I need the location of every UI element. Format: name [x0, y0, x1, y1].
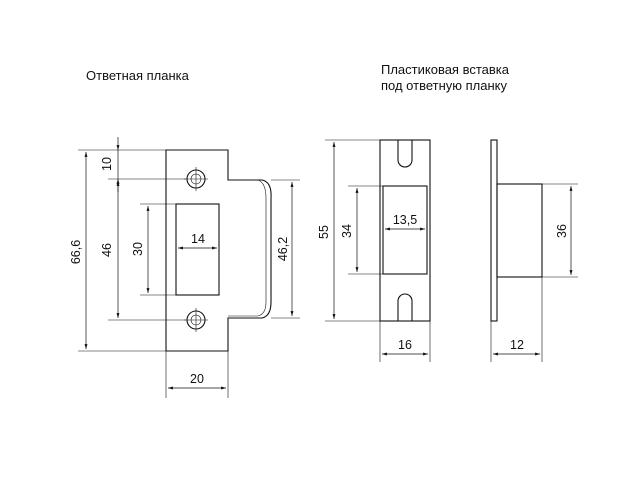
dim-window-height: 30 — [131, 242, 145, 256]
plastic-insert-side: 36 12 — [490, 139, 578, 362]
dim-hole-spacing: 46 — [100, 243, 114, 257]
strike-plate-caption: Ответная планка — [86, 68, 189, 83]
insert-window — [382, 185, 428, 275]
dim-plate-width: 20 — [190, 372, 204, 386]
dim-insert-window-width: 13,5 — [393, 213, 417, 227]
strike-plate-outline — [165, 149, 272, 352]
strike-plate: 66,6 10 46 30 14 46,2 20 — [69, 137, 300, 398]
dim-insert-window-height: 34 — [340, 224, 354, 238]
insert-bottom-slot — [397, 293, 413, 321]
dim-side-depth: 12 — [510, 338, 524, 352]
dim-window-width: 14 — [191, 232, 205, 246]
insert-caption-line1: Пластиковая вставка — [381, 62, 509, 77]
strike-plate-fold-line — [228, 179, 267, 317]
dim-plate-total-height: 66,6 — [69, 240, 83, 264]
plastic-insert-front: 55 34 13,5 16 — [317, 139, 431, 362]
dim-tongue-height: 46,2 — [276, 237, 290, 261]
dim-side-height: 36 — [555, 224, 569, 238]
top-screw-hole — [184, 167, 208, 191]
bottom-screw-hole — [184, 308, 208, 332]
insert-side-body — [496, 183, 543, 278]
dim-hole-offset: 10 — [100, 157, 114, 171]
insert-caption: Пластиковая вставка под ответную планку — [381, 62, 509, 94]
insert-caption-line2: под ответную планку — [381, 78, 508, 93]
dim-insert-width: 16 — [398, 338, 412, 352]
insert-side-flange — [490, 139, 498, 322]
insert-outline — [379, 139, 431, 322]
dim-insert-height: 55 — [317, 225, 331, 239]
strike-plate-window — [175, 203, 220, 296]
insert-top-slot — [397, 140, 413, 168]
